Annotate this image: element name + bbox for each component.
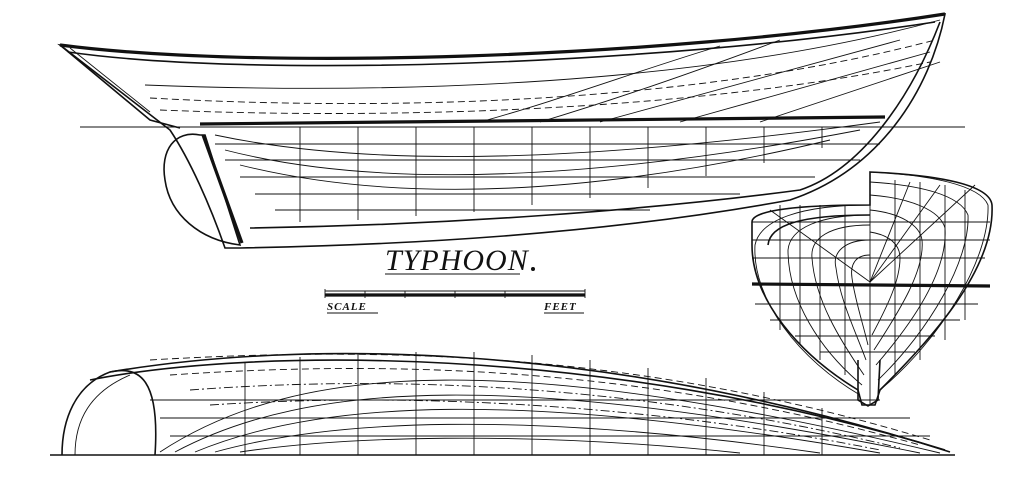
body-diagonals: [769, 181, 976, 283]
deck-line: [67, 21, 936, 67]
body-outline: [751, 171, 993, 406]
body-sections-fore: [869, 171, 989, 391]
drawing-title: TYPHOON: [385, 244, 530, 277]
body-sections-aft: [754, 204, 871, 396]
body-keel: [857, 359, 881, 407]
waterline-band: [199, 115, 886, 126]
title-period: [531, 267, 535, 271]
stem: [59, 44, 181, 129]
profile-buttocks: [214, 121, 881, 190]
stem-inner: [69, 47, 151, 113]
scale-bar: SCALE FEET: [324, 289, 586, 314]
half-breadth-plan: [50, 352, 955, 456]
body-buttocks: [779, 180, 966, 375]
rudder: [163, 133, 242, 246]
body-inner-rail: [767, 214, 871, 246]
transom-inner: [74, 374, 131, 456]
profile-topsides: [144, 19, 941, 123]
profile-waterlines: [215, 143, 880, 211]
sheer-plan: [57, 12, 965, 249]
rudder-post: [201, 134, 244, 244]
scale-unit: FEET: [543, 301, 577, 313]
keel-line: [249, 21, 941, 229]
title-block: TYPHOON: [385, 244, 535, 277]
body-plan: [751, 171, 993, 407]
half-breadth-waterlines: [159, 379, 941, 454]
half-breadth-rail: [89, 359, 946, 451]
body-waterlines: [752, 221, 990, 353]
half-breadth-outline: [61, 352, 951, 456]
scale-label: SCALE: [327, 301, 367, 313]
transom: [109, 369, 157, 456]
body-load-waterline: [751, 282, 991, 288]
profile-stations: [299, 127, 823, 222]
sheer-line: [59, 12, 946, 60]
